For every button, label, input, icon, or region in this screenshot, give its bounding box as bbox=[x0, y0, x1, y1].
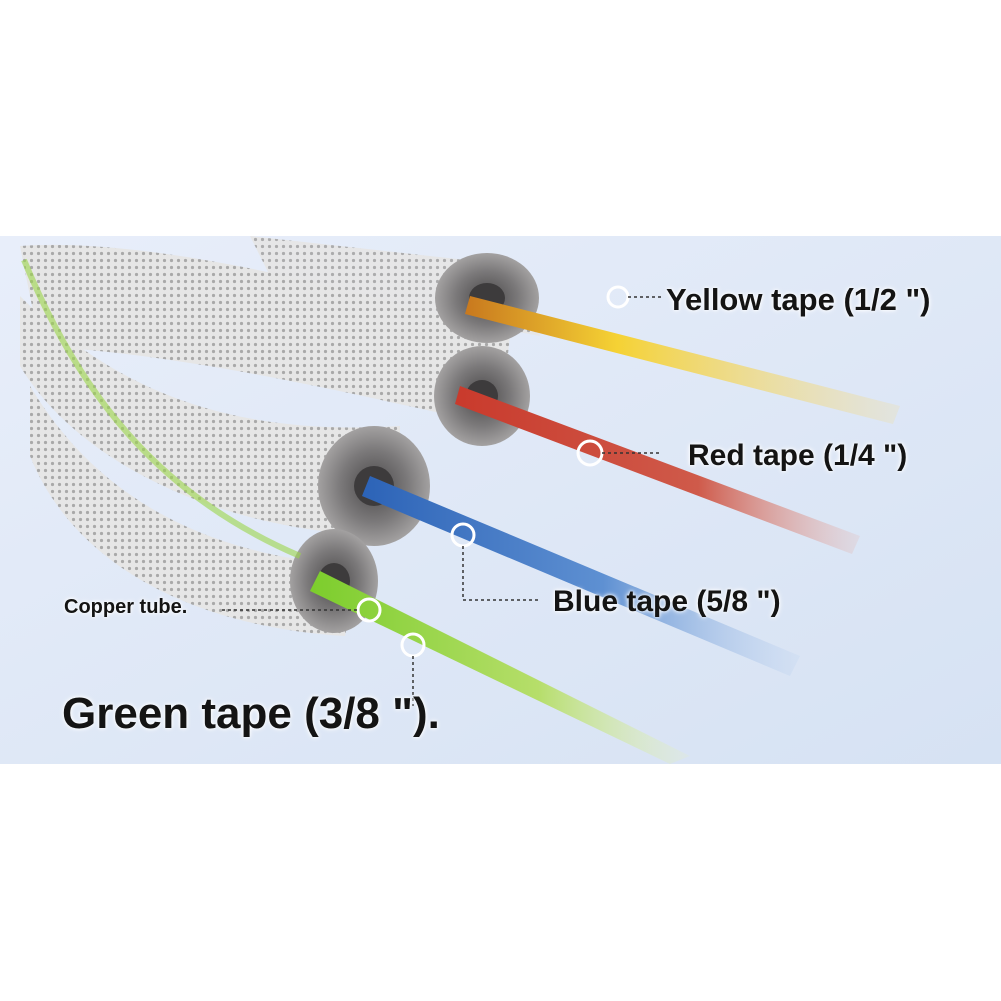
copper-tube-label: Copper tube. bbox=[64, 596, 188, 618]
green-tape bbox=[310, 571, 690, 764]
red-tape-label: Red tape (1/4 ") bbox=[688, 439, 908, 472]
green-tape-label: Green tape (3/8 "). bbox=[62, 689, 440, 738]
yellow-tape bbox=[465, 296, 900, 424]
product-photo bbox=[0, 236, 1001, 764]
yellow-tape-label: Yellow tape (1/2 ") bbox=[666, 282, 931, 317]
red-tape bbox=[455, 386, 860, 554]
copper-tubes bbox=[21, 258, 900, 764]
blue-tape-label: Blue tape (5/8 ") bbox=[553, 585, 781, 618]
callout-markers bbox=[222, 285, 664, 706]
